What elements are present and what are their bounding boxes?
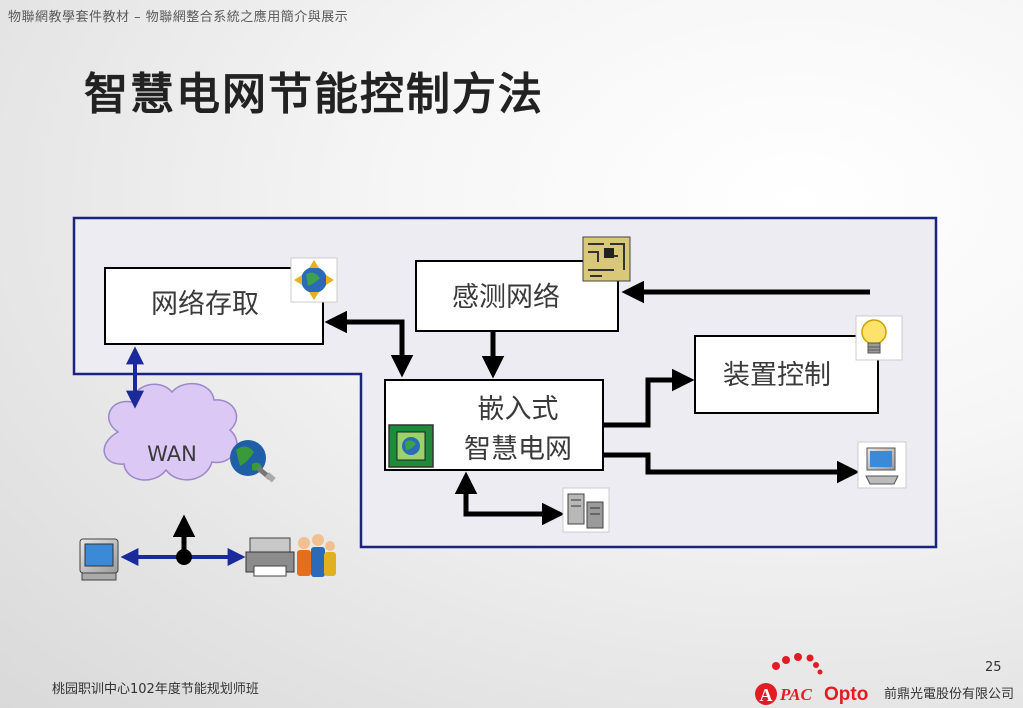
sensor-network-label: 感测网络	[452, 282, 560, 313]
smart-grid-label-line2: 智慧电网	[464, 434, 572, 465]
wan-label: WAN	[147, 442, 197, 466]
circuit-board-icon	[582, 236, 631, 282]
arrow-grid-to-device	[603, 368, 695, 428]
printer-icon	[245, 537, 295, 577]
wan-cloud: WAN	[103, 382, 238, 481]
page-title: 智慧电网节能控制方法	[84, 69, 544, 120]
network-hub-node	[176, 549, 192, 565]
smart-grid-label-line1: 嵌入式	[478, 394, 559, 425]
computer-icon	[857, 441, 907, 489]
globe-plug-icon	[230, 440, 276, 483]
apac-opto-logo: A PAC Opto	[755, 653, 868, 705]
compass-globe-icon	[290, 257, 338, 303]
light-bulb-icon	[855, 315, 903, 361]
desktop-pc-icon	[79, 538, 119, 581]
arrow-grid-to-computer	[603, 452, 860, 484]
arrow-access-grid	[324, 310, 414, 378]
arrow-grid-to-server	[454, 471, 565, 526]
logo-text-opto: Opto	[824, 684, 868, 705]
device-control-label: 装置控制	[723, 360, 831, 391]
logo-letter-a: A	[760, 685, 773, 705]
header-note: 物聯網教學套件教材 – 物聯網整合系統之應用簡介與展示	[8, 10, 349, 25]
company-name: 前鼎光電股份有限公司	[884, 687, 1015, 702]
network-access-label: 网络存取	[151, 289, 259, 320]
users-icon	[297, 534, 336, 577]
device-control-box	[694, 335, 879, 414]
server-icon	[562, 487, 610, 533]
footer-left-text: 桃园职训中心102年度节能规划师班	[52, 682, 259, 697]
page-number: 25	[985, 660, 1002, 675]
network-access-box	[104, 267, 324, 345]
logo-text-pac: PAC	[779, 685, 812, 704]
chip-icon	[388, 424, 434, 468]
